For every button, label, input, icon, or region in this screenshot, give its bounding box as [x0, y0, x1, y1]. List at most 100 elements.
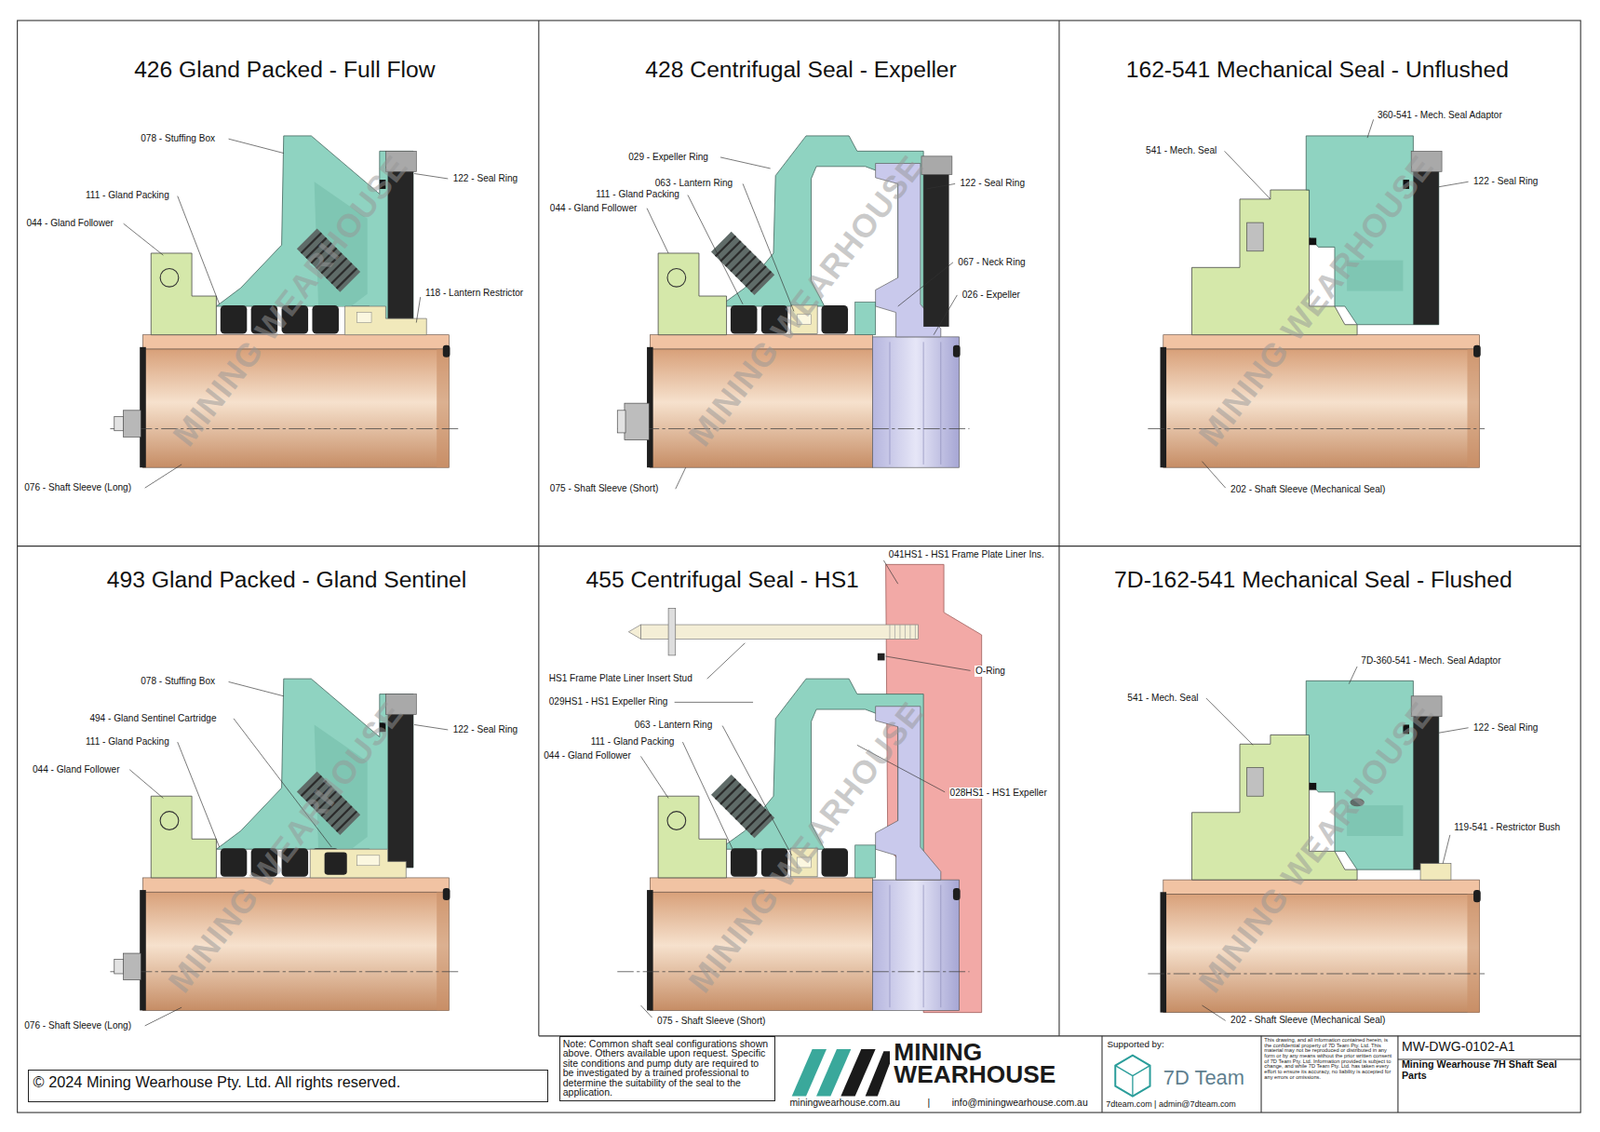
part-label: 028HS1 - HS1 Expeller	[949, 787, 1049, 799]
leader-line	[145, 1007, 182, 1026]
part-label: 067 - Neck Ring	[956, 256, 1026, 269]
part-label: 122 - Seal Ring	[1472, 175, 1539, 188]
part-label: 029 - Expeller Ring	[627, 151, 710, 163]
mechanical-seal-assembly	[1163, 335, 1480, 350]
part-label-holder: 029HS1 - HS1 Expeller Ring	[548, 696, 670, 708]
part-label-holder: 122 - Seal Ring	[1472, 722, 1539, 734]
part-label: 044 - Gland Follower	[31, 764, 122, 776]
expeller-assembly	[855, 302, 876, 336]
part-label-holder: 028HS1 - HS1 Expeller	[949, 787, 1049, 799]
frame-grid	[1101, 1035, 1103, 1113]
title-holder: 455 Centrifugal Seal - HS1	[586, 565, 860, 594]
copyright-box: © 2024 Mining Wearhouse Pty. Ltd. All ri…	[27, 1069, 549, 1103]
gland-assembly	[436, 349, 449, 468]
title-holder: 426 Gland Packed - Full Flow	[134, 55, 435, 84]
part-label-holder: 541 - Mech. Seal	[1126, 692, 1199, 704]
frame-grid	[17, 545, 1582, 547]
expeller-assembly	[715, 235, 772, 292]
part-label: 7D-360-541 - Mech. Seal Adaptor	[1359, 655, 1502, 667]
panel-title: 493 Gland Packed - Gland Sentinel	[107, 565, 468, 594]
part-label-holder: 041HS1 - HS1 Frame Plate Liner Ins.	[887, 549, 1046, 561]
liner-insert-stud	[628, 624, 641, 639]
part-label-holder: 076 - Shaft Sleeve (Long)	[23, 1020, 133, 1032]
part-label: 044 - Gland Follower	[25, 217, 115, 229]
frame-grid	[1260, 1035, 1262, 1113]
part-label-holder: 029 - Expeller Ring	[627, 151, 710, 163]
expeller-assembly	[821, 305, 849, 335]
mechanical-seal-assembly	[1309, 238, 1318, 246]
7d-team-logo	[1115, 1055, 1150, 1097]
lantern-restrictor	[345, 306, 428, 336]
gland-assembly	[139, 347, 147, 468]
leader-line	[1206, 698, 1253, 745]
part-label-holder: 111 - Gland Packing	[590, 736, 676, 748]
part-label-holder: 026 - Expeller	[961, 289, 1022, 301]
part-label: 029HS1 - HS1 Expeller Ring	[548, 696, 670, 708]
part-label: 122 - Seal Ring	[959, 177, 1026, 189]
part-label: 122 - Seal Ring	[452, 173, 519, 185]
seal-ring	[921, 156, 953, 327]
leader-line	[720, 157, 771, 169]
restrictor-bush	[1420, 863, 1452, 881]
web-address-holder: miningwearhouse.com.au	[788, 1097, 901, 1110]
shaft-sleeve-nut	[617, 410, 626, 433]
part-label: 111 - Gland Packing	[590, 736, 676, 748]
part-label: 044 - Gland Follower	[542, 750, 632, 762]
leader-line	[1438, 181, 1469, 187]
drawing-number: MW-DWG-0102-A1	[1401, 1038, 1516, 1056]
part-label-holder: 044 - Gland Follower	[25, 217, 115, 229]
logo-text: MINING WEARHOUSE	[893, 1040, 1098, 1086]
part-label-holder: 044 - Gland Follower	[31, 764, 122, 776]
part-label: 122 - Seal Ring	[1472, 722, 1539, 734]
frame-grid	[1397, 1035, 1399, 1113]
leader-line	[145, 464, 182, 488]
shaft-sleeve-nut	[624, 403, 649, 440]
note-box: Note: Common shaft seal configurations s…	[559, 1035, 776, 1102]
frame-grid	[537, 20, 539, 1036]
part-label-holder: 111 - Gland Packing	[84, 189, 171, 202]
leader-line	[1348, 666, 1358, 685]
part-label: 075 - Shaft Sleeve (Short)	[549, 483, 660, 495]
part-label-holder: 119-541 - Restrictor Bush	[1452, 821, 1561, 834]
leader-line	[1201, 1005, 1225, 1021]
gland-sentinel-cartridge	[309, 848, 406, 878]
leader-line	[414, 724, 448, 729]
supported-by: Supported by:	[1105, 1038, 1165, 1050]
title-holder: 162-541 Mechanical Seal - Unflushed	[1126, 55, 1509, 84]
part-label-holder: 044 - Gland Follower	[549, 202, 639, 215]
leader-line	[123, 223, 164, 256]
gland-assembly	[311, 305, 339, 335]
part-label-holder: 122 - Seal Ring	[959, 177, 1026, 189]
part-label-holder: 122 - Seal Ring	[452, 724, 519, 736]
part-label-holder: 111 - Gland Packing	[84, 736, 171, 748]
shaft-sleeve-nut	[617, 403, 649, 440]
leader-line	[640, 1005, 652, 1018]
part-label-holder: O-Ring	[974, 665, 1007, 677]
frame-grid	[17, 20, 1582, 1113]
part-label: 075 - Shaft Sleeve (Short)	[656, 1015, 767, 1027]
leader-line	[129, 769, 163, 799]
panel-title: 426 Gland Packed - Full Flow	[134, 55, 435, 84]
gland-assembly	[443, 345, 451, 358]
part-label: 041HS1 - HS1 Frame Plate Liner Ins.	[887, 549, 1046, 561]
part-label-holder: 063 - Lantern Ring	[654, 177, 734, 189]
part-label-holder: 494 - Gland Sentinel Cartridge	[88, 712, 217, 725]
mechanical-seal-assembly	[1147, 135, 1485, 468]
part-label-holder: 076 - Shaft Sleeve (Long)	[23, 482, 133, 494]
leader-line	[682, 741, 733, 849]
seal-ring	[923, 158, 949, 327]
part-label: 360-541 - Mech. Seal Adaptor	[1376, 109, 1504, 122]
lantern-restrictor	[357, 312, 372, 323]
part-label: O-Ring	[974, 665, 1007, 677]
part-label-holder: 075 - Shaft Sleeve (Short)	[549, 483, 660, 495]
liner-insert-stud	[889, 624, 915, 639]
part-label: 063 - Lantern Ring	[633, 719, 713, 731]
part-label: 111 - Gland Packing	[84, 189, 171, 202]
gland-assembly	[160, 268, 179, 287]
panel-title: 162-541 Mechanical Seal - Unflushed	[1126, 55, 1509, 84]
title-holder: 7D-162-541 Mechanical Seal - Flushed	[1114, 565, 1513, 594]
panel-title: 455 Centrifugal Seal - HS1	[586, 565, 860, 594]
leader-line	[1442, 834, 1451, 864]
disclaimer: This drawing, and all information contai…	[1263, 1037, 1395, 1081]
